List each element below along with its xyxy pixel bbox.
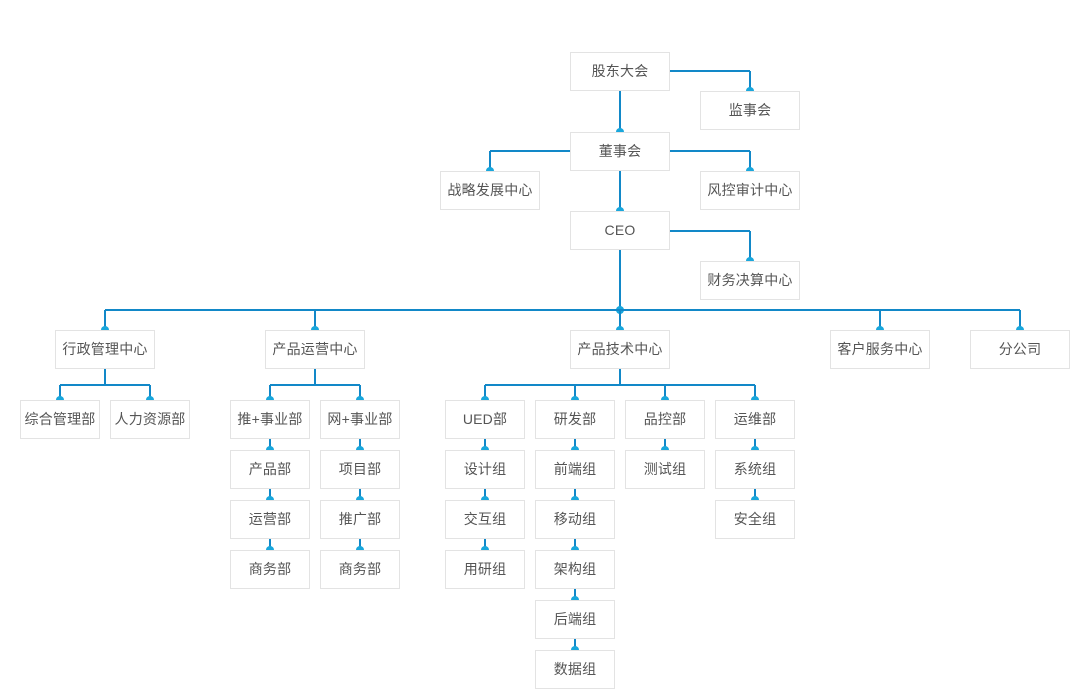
org-node-label-admin-center: 行政管理中心 (62, 340, 148, 357)
org-node-label-ceo: CEO (604, 221, 636, 238)
org-node-label-finance-center: 财务决算中心 (707, 271, 793, 288)
org-node-label-business-dept-2: 商务部 (338, 560, 382, 577)
org-node-label-backend-group: 后端组 (553, 610, 597, 627)
org-node-product-dept[interactable]: 产品部 (230, 450, 310, 489)
org-node-label-security-group: 安全组 (733, 510, 777, 527)
org-node-label-interaction-group: 交互组 (463, 510, 507, 527)
org-node-test-group[interactable]: 测试组 (625, 450, 705, 489)
org-node-label-general-admin: 综合管理部 (24, 410, 96, 427)
org-node-data-group[interactable]: 数据组 (535, 650, 615, 689)
org-node-design-group[interactable]: 设计组 (445, 450, 525, 489)
org-node-label-ops-dept: 运维部 (733, 410, 777, 427)
org-node-ued-dept[interactable]: UED部 (445, 400, 525, 439)
org-node-project-dept[interactable]: 项目部 (320, 450, 400, 489)
org-node-label-data-group: 数据组 (553, 660, 597, 677)
org-node-shareholders[interactable]: 股东大会 (570, 52, 670, 91)
org-node-label-customer-service: 客户服务中心 (837, 340, 923, 357)
org-node-label-promotion-dept: 推广部 (338, 510, 382, 527)
org-node-security-group[interactable]: 安全组 (715, 500, 795, 539)
org-node-research-group[interactable]: 用研组 (445, 550, 525, 589)
org-node-ops-dept[interactable]: 运维部 (715, 400, 795, 439)
org-node-label-ued-dept: UED部 (462, 410, 508, 427)
org-node-label-product-dept: 产品部 (248, 460, 292, 477)
org-node-tui-bu[interactable]: 推+事业部 (230, 400, 310, 439)
org-node-backend-group[interactable]: 后端组 (535, 600, 615, 639)
org-node-strategy-center[interactable]: 战略发展中心 (440, 171, 540, 210)
org-node-product-tech[interactable]: 产品技术中心 (570, 330, 670, 369)
org-node-admin-center[interactable]: 行政管理中心 (55, 330, 155, 369)
org-node-label-shareholders: 股东大会 (591, 62, 649, 79)
org-node-label-test-group: 测试组 (643, 460, 687, 477)
org-node-label-branch-company: 分公司 (998, 340, 1042, 357)
org-node-label-product-tech: 产品技术中心 (577, 340, 663, 357)
org-node-frontend-group[interactable]: 前端组 (535, 450, 615, 489)
org-node-label-rd-dept: 研发部 (553, 410, 597, 427)
org-node-label-project-dept: 项目部 (338, 460, 382, 477)
org-node-finance-center[interactable]: 财务决算中心 (700, 261, 800, 300)
org-node-label-frontend-group: 前端组 (553, 460, 597, 477)
org-node-operations-dept[interactable]: 运营部 (230, 500, 310, 539)
org-node-branch-company[interactable]: 分公司 (970, 330, 1070, 369)
org-node-label-operations-dept: 运营部 (248, 510, 292, 527)
org-node-hr-dept[interactable]: 人力资源部 (110, 400, 190, 439)
org-node-architecture-group[interactable]: 架构组 (535, 550, 615, 589)
org-node-label-qa-dept: 品控部 (643, 410, 687, 427)
org-node-label-research-group: 用研组 (463, 560, 507, 577)
ceo-to-bus-dot (616, 306, 624, 314)
org-node-label-design-group: 设计组 (463, 460, 507, 477)
org-node-label-supervisors: 监事会 (728, 101, 772, 118)
org-node-customer-service[interactable]: 客户服务中心 (830, 330, 930, 369)
org-node-general-admin[interactable]: 综合管理部 (20, 400, 100, 439)
org-node-wang-bu[interactable]: 网+事业部 (320, 400, 400, 439)
org-node-business-dept-2[interactable]: 商务部 (320, 550, 400, 589)
org-node-label-risk-audit-center: 风控审计中心 (707, 181, 793, 198)
org-node-board[interactable]: 董事会 (570, 132, 670, 171)
org-node-label-architecture-group: 架构组 (553, 560, 597, 577)
org-node-label-wang-bu: 网+事业部 (327, 410, 393, 427)
org-node-supervisors[interactable]: 监事会 (700, 91, 800, 130)
org-node-label-business-dept-1: 商务部 (248, 560, 292, 577)
org-node-risk-audit-center[interactable]: 风控审计中心 (700, 171, 800, 210)
org-node-label-system-group: 系统组 (733, 460, 777, 477)
org-node-business-dept-1[interactable]: 商务部 (230, 550, 310, 589)
org-node-promotion-dept[interactable]: 推广部 (320, 500, 400, 539)
org-node-ceo[interactable]: CEO (570, 211, 670, 250)
org-node-interaction-group[interactable]: 交互组 (445, 500, 525, 539)
org-node-label-tui-bu: 推+事业部 (237, 410, 303, 427)
org-node-label-product-ops: 产品运营中心 (272, 340, 358, 357)
org-node-product-ops[interactable]: 产品运营中心 (265, 330, 365, 369)
org-node-label-hr-dept: 人力资源部 (114, 410, 186, 427)
org-node-system-group[interactable]: 系统组 (715, 450, 795, 489)
org-node-label-board: 董事会 (598, 142, 642, 159)
org-node-label-mobile-group: 移动组 (553, 510, 597, 527)
org-node-mobile-group[interactable]: 移动组 (535, 500, 615, 539)
org-node-rd-dept[interactable]: 研发部 (535, 400, 615, 439)
org-node-qa-dept[interactable]: 品控部 (625, 400, 705, 439)
org-node-label-strategy-center: 战略发展中心 (447, 181, 533, 198)
